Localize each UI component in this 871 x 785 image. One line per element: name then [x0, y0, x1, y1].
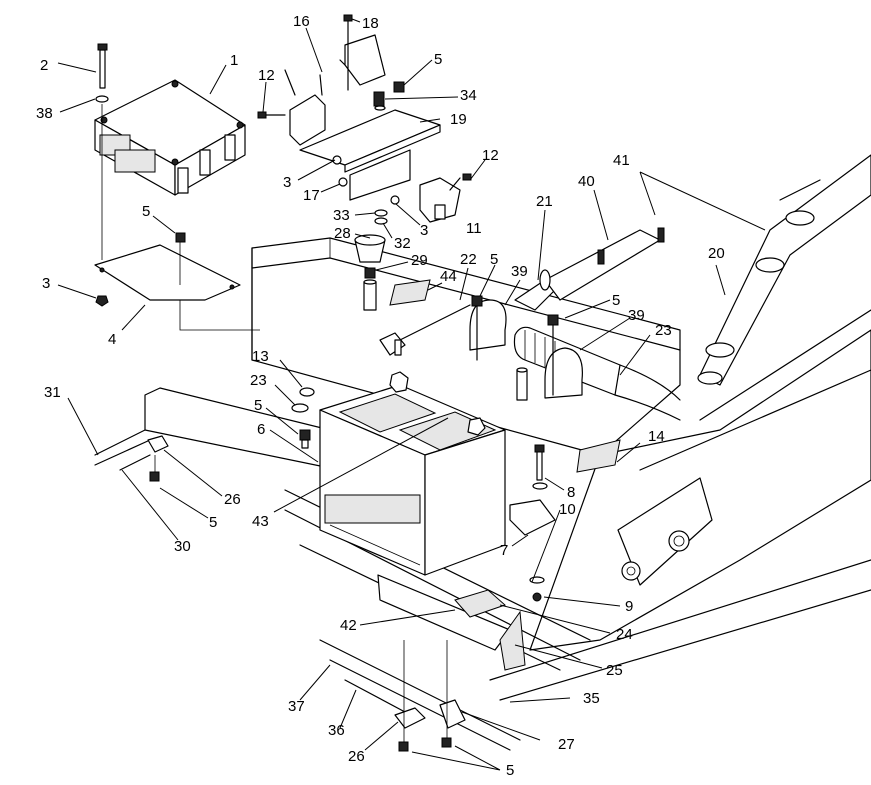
callout-label: 26 [348, 748, 365, 765]
callout-label: 5 [254, 397, 262, 414]
callout-label: 6 [257, 421, 265, 438]
frame-structure [94, 237, 871, 751]
callout-label: 35 [583, 690, 600, 707]
callout-label: 30 [174, 538, 191, 555]
callout-label: 36 [328, 722, 345, 739]
bolt-and-washer-2-38 [95, 43, 109, 260]
callout-label: 5 [434, 51, 442, 68]
mounting-plate-4 [94, 232, 260, 331]
callout-label: 28 [334, 225, 351, 242]
callout-label: 3 [42, 275, 50, 292]
hold-down-7 [509, 444, 556, 602]
callout-label: 18 [362, 15, 379, 32]
switch-knob-28 [354, 234, 386, 311]
callout-label: 12 [258, 67, 275, 84]
callout-label: 27 [558, 736, 575, 753]
leader-lines [57, 18, 766, 771]
callout-label: 14 [648, 428, 665, 445]
callout-label: 22 [460, 251, 477, 268]
battery-hardware-left [291, 387, 315, 449]
callout-label: 29 [411, 252, 428, 269]
callout-label: 33 [333, 207, 350, 224]
callout-label: 44 [440, 268, 457, 285]
callout-label: 32 [394, 235, 411, 252]
callout-label: 37 [288, 698, 305, 715]
callout-label: 10 [559, 501, 576, 518]
callout-label: 2 [40, 57, 48, 74]
callout-label: 20 [708, 245, 725, 262]
battery-tray-42 [377, 574, 511, 651]
callout-label: 4 [108, 331, 116, 348]
callout-label: 16 [293, 13, 310, 30]
callout-label: 5 [209, 514, 217, 531]
callout-label: 5 [612, 292, 620, 309]
callout-label: 39 [511, 263, 528, 280]
callout-label: 12 [482, 147, 499, 164]
callout-label: 17 [303, 187, 320, 204]
callout-label: 38 [36, 105, 53, 122]
callout-label: 13 [252, 348, 269, 365]
lower-clamp-26-27 [394, 640, 466, 752]
callout-label: 34 [460, 87, 477, 104]
cable-20-41 [697, 154, 871, 386]
controller-module [94, 79, 246, 196]
callout-labels: 1 2 38 16 18 5 12 34 19 3 17 12 33 3 11 … [36, 13, 725, 779]
callout-label: 5 [142, 203, 150, 220]
decal-44 [389, 279, 431, 306]
callout-label: 11 [466, 220, 482, 237]
callout-label: 5 [490, 251, 498, 268]
callout-label: 7 [500, 542, 508, 559]
decals [499, 439, 621, 671]
callout-label: 31 [44, 384, 61, 401]
callout-label: 23 [250, 372, 267, 389]
callout-label: 1 [230, 52, 238, 69]
callout-label: 3 [420, 222, 428, 239]
left-clamp-26 [147, 435, 169, 482]
callout-label: 24 [616, 626, 633, 643]
callout-label: 41 [613, 152, 630, 169]
relay-11 [419, 173, 472, 223]
callout-label: 3 [283, 174, 291, 191]
callout-label: 8 [567, 484, 575, 501]
callout-label: 9 [625, 598, 633, 615]
cable-22 [379, 304, 471, 356]
callout-label: 26 [224, 491, 241, 508]
clamp-39-left [469, 295, 507, 361]
callout-label: 42 [340, 617, 357, 634]
callout-label: 40 [578, 173, 595, 190]
battery-43 [319, 371, 506, 576]
clamp-39-right [544, 314, 583, 399]
callout-label: 5 [506, 762, 514, 779]
callout-label: 39 [628, 307, 645, 324]
callout-label: 23 [655, 322, 672, 339]
callout-label: 25 [606, 662, 623, 679]
relay-plate-19 [257, 14, 441, 225]
cable-21-40 [514, 227, 665, 311]
callout-label: 21 [536, 193, 553, 210]
callout-label: 43 [252, 513, 269, 530]
callout-label: 19 [450, 111, 467, 128]
